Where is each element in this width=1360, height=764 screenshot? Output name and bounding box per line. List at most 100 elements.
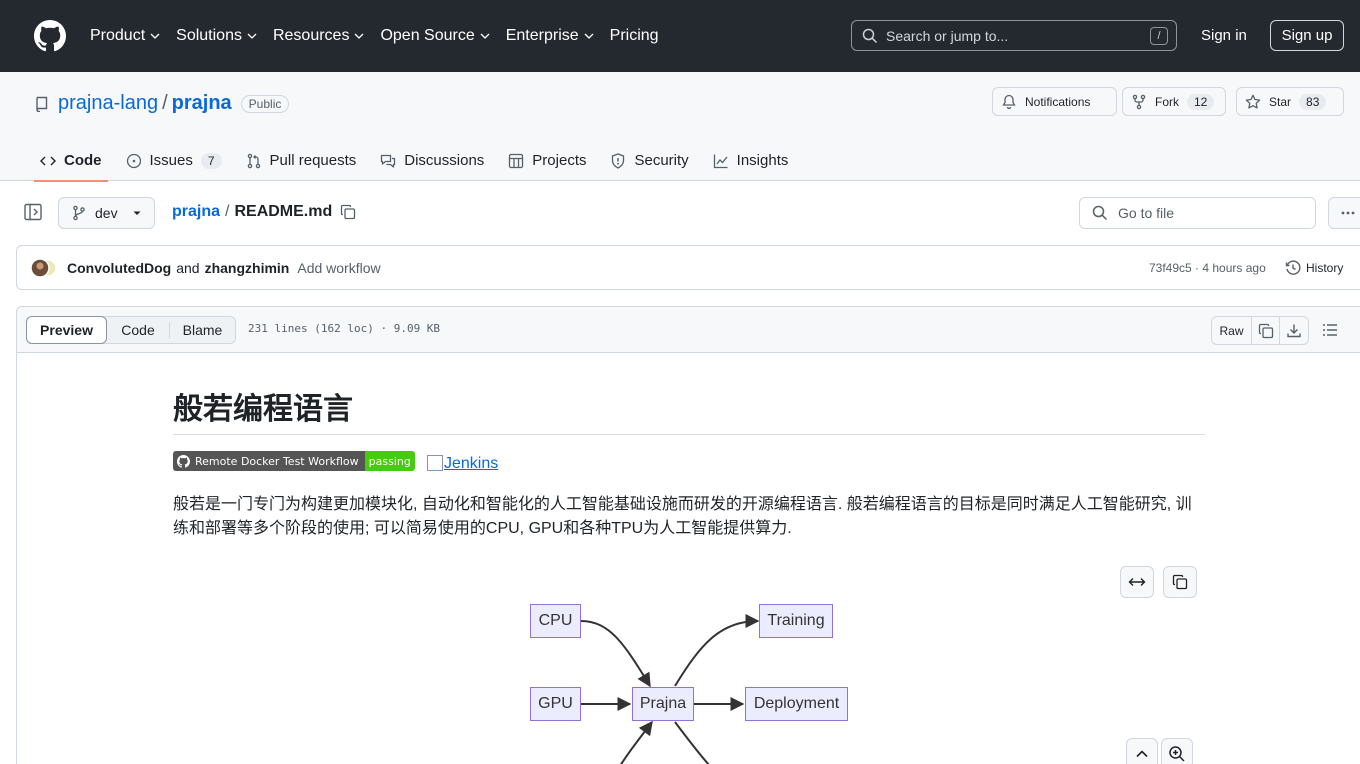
search-icon	[1092, 205, 1108, 221]
sign-up-button[interactable]: Sign up	[1270, 20, 1344, 51]
sign-in-link[interactable]: Sign in	[1201, 27, 1247, 44]
nav-enterprise[interactable]: Enterprise	[506, 27, 594, 45]
code-icon	[40, 156, 56, 165]
tab-security[interactable]: Security	[604, 140, 694, 181]
search-input[interactable]: Search or jump to... /	[851, 20, 1177, 51]
edge-prajna-training	[674, 614, 760, 687]
more-options-button[interactable]	[1328, 197, 1360, 229]
fork-count: 12	[1187, 93, 1215, 110]
readme-intro-paragraph: 般若是一门专门为构建更加模块化, 自动化和智能化的人工智能基础设施而研发的开源编…	[173, 496, 1192, 537]
shield-icon	[612, 152, 625, 169]
nav-product[interactable]: Product	[90, 27, 160, 45]
chevron-down-icon	[480, 33, 490, 39]
nav-open-source[interactable]: Open Source	[380, 27, 490, 45]
go-to-file-input[interactable]: Go to file	[1079, 197, 1316, 229]
latest-commit-box: ConvolutedDog and zhangzhimin Add workfl…	[16, 245, 1360, 290]
copy-raw-button[interactable]	[1252, 317, 1280, 344]
nav-resources[interactable]: Resources	[273, 27, 364, 45]
file-view: Preview Code Blame 231 lines (162 loc) ·…	[16, 306, 1360, 764]
sidebar-toggle-icon[interactable]	[24, 203, 42, 221]
copy-icon	[1258, 323, 1273, 338]
graph-icon	[713, 154, 728, 168]
search-shortcut-key: /	[1150, 27, 1168, 45]
node-training: Training	[759, 604, 833, 638]
broken-image-icon	[427, 455, 443, 471]
star-button[interactable]: Star 83	[1236, 87, 1344, 116]
tab-code[interactable]: Code	[34, 140, 108, 182]
view-mode-switch: Preview Code Blame	[26, 316, 236, 344]
preview-mode-button[interactable]: Preview	[26, 316, 107, 344]
commit-message[interactable]: Add workflow	[297, 260, 381, 276]
architecture-diagram: CPU GPU Prajna Training Deployment	[500, 590, 880, 764]
search-icon	[862, 28, 878, 43]
chevron-down-icon	[247, 33, 257, 39]
history-button[interactable]: History	[1285, 260, 1343, 276]
outline-list-icon[interactable]	[1320, 320, 1340, 340]
kebab-horizontal-icon	[1341, 211, 1355, 215]
github-logo-icon	[177, 454, 190, 468]
chevron-up-icon	[1136, 750, 1148, 758]
bell-icon	[1002, 94, 1016, 109]
code-mode-button[interactable]: Code	[121, 322, 155, 338]
diagram-fullscreen-button[interactable]	[1120, 566, 1154, 598]
chevron-down-icon	[584, 33, 594, 39]
branch-icon	[73, 205, 85, 221]
branch-selector-button[interactable]: dev	[58, 197, 155, 229]
history-icon	[1285, 260, 1301, 275]
tab-discussions[interactable]: Discussions	[374, 140, 490, 181]
raw-actions: Raw	[1211, 316, 1309, 345]
global-header: Product Solutions Resources Open Source …	[0, 0, 1360, 72]
top-nav: Product Solutions Resources Open Source …	[90, 0, 675, 72]
download-button[interactable]	[1280, 317, 1308, 344]
fork-button[interactable]: Fork 12	[1122, 87, 1226, 116]
commit-author-1[interactable]: ConvolutedDog	[67, 260, 172, 276]
notifications-button[interactable]: Notifications	[992, 87, 1117, 116]
file-info: 231 lines (162 loc) · 9.09 KB	[248, 322, 441, 335]
repo-name-link[interactable]: prajna	[171, 92, 232, 114]
readme-title: 般若编程语言	[173, 393, 353, 426]
pull-request-icon	[247, 153, 260, 168]
project-icon	[509, 153, 524, 168]
file-toolbar: Preview Code Blame 231 lines (162 loc) ·…	[17, 307, 1360, 353]
nav-pricing[interactable]: Pricing	[609, 27, 659, 44]
badge-left: Remote Docker Test Workflow	[173, 451, 365, 471]
diagram-edges	[580, 614, 760, 764]
zoom-in-icon	[1169, 746, 1185, 762]
blame-mode-button[interactable]: Blame	[169, 322, 235, 338]
author-avatars[interactable]	[30, 258, 60, 278]
edge-tpu-prajna	[620, 720, 653, 764]
tab-issues[interactable]: Issues 7	[120, 140, 228, 181]
tab-pull-requests[interactable]: Pull requests	[240, 140, 363, 181]
diagram-copy-button[interactable]	[1163, 566, 1197, 598]
fork-label: Fork	[1155, 94, 1179, 109]
repo-tabs: Code Issues 7 Pull requests Discussions …	[34, 140, 806, 182]
repo-owner-link[interactable]: prajna-lang	[58, 92, 159, 114]
node-gpu: GPU	[530, 687, 581, 721]
jenkins-badge-link[interactable]: Jenkins	[427, 455, 498, 473]
chevron-down-icon	[150, 33, 160, 39]
history-label: History	[1306, 261, 1344, 275]
issue-icon	[126, 153, 141, 168]
discussion-icon	[381, 154, 396, 168]
repo-icon	[36, 96, 48, 112]
nav-solutions[interactable]: Solutions	[176, 27, 257, 45]
tab-projects[interactable]: Projects	[502, 140, 592, 181]
fork-icon	[1132, 94, 1146, 109]
diagram-pan-up-button[interactable]	[1126, 738, 1158, 764]
github-logo-icon[interactable]	[34, 20, 66, 52]
tab-insights[interactable]: Insights	[707, 140, 795, 181]
commit-and: and	[176, 260, 200, 276]
copy-icon	[1172, 574, 1188, 590]
node-prajna: Prajna	[632, 687, 694, 721]
copy-path-icon[interactable]	[340, 204, 356, 220]
raw-button[interactable]: Raw	[1212, 317, 1252, 344]
workflow-status-badge[interactable]: Remote Docker Test Workflow passing	[173, 451, 415, 471]
breadcrumb: prajna / README.md	[172, 203, 356, 221]
diagram-zoom-in-button[interactable]	[1161, 738, 1193, 764]
commit-author-2[interactable]: zhangzhimin	[204, 260, 290, 276]
chevron-down-icon	[354, 33, 364, 39]
breadcrumb-repo-link[interactable]: prajna	[172, 203, 221, 220]
issues-count: 7	[200, 152, 222, 169]
commit-hash-time[interactable]: 73f49c5 · 4 hours ago	[1149, 261, 1266, 275]
go-to-file-placeholder: Go to file	[1118, 205, 1175, 221]
